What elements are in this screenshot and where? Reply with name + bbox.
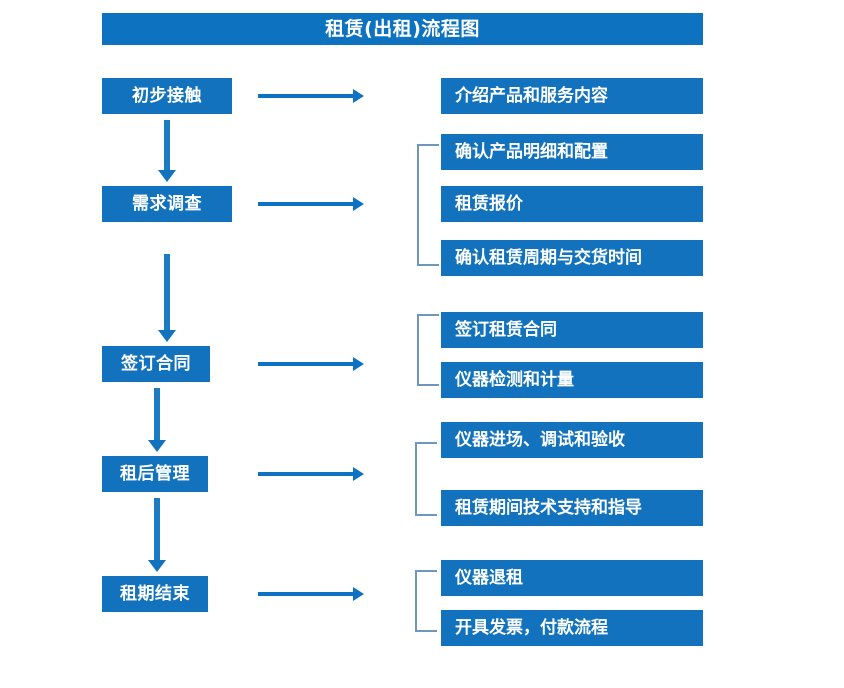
detail-label: 确认租赁周期与交货时间 xyxy=(455,247,642,268)
group-bracket-icon-stage3 xyxy=(417,314,439,386)
group-bracket-icon-stage2 xyxy=(417,144,439,266)
stage-label: 签订合同 xyxy=(121,353,191,374)
detail-label: 确认产品明细和配置 xyxy=(455,141,608,162)
detail-label: 签订租赁合同 xyxy=(455,319,557,340)
detail-label: 仪器检测和计量 xyxy=(455,369,574,390)
detail-label: 介绍产品和服务内容 xyxy=(455,85,608,106)
stage-box-租期结束[interactable]: 租期结束 xyxy=(102,576,208,612)
detail-label: 开具发票，付款流程 xyxy=(455,617,608,638)
stage-box-初步接触[interactable]: 初步接触 xyxy=(102,78,232,114)
detail-box-开具发票付款流程[interactable]: 开具发票，付款流程 xyxy=(441,610,703,646)
detail-box-仪器检测和计量[interactable]: 仪器检测和计量 xyxy=(441,362,703,398)
down-arrow-icon-2 xyxy=(158,254,176,342)
detail-label: 租赁期间技术支持和指导 xyxy=(455,497,642,518)
down-arrow-icon-1 xyxy=(158,120,176,182)
stage-label: 租期结束 xyxy=(120,583,190,604)
detail-box-仪器退租[interactable]: 仪器退租 xyxy=(441,560,703,596)
page-title: 租赁(出租)流程图 xyxy=(325,17,480,40)
stage-label: 需求调查 xyxy=(132,193,202,214)
right-arrow-icon-4 xyxy=(258,467,364,481)
detail-box-确认租赁周期与交货时间[interactable]: 确认租赁周期与交货时间 xyxy=(441,240,703,276)
detail-box-仪器进场调试和验收[interactable]: 仪器进场、调试和验收 xyxy=(441,422,703,458)
detail-label: 仪器进场、调试和验收 xyxy=(455,429,625,450)
stage-label: 租后管理 xyxy=(120,463,190,484)
detail-box-租赁报价[interactable]: 租赁报价 xyxy=(441,186,703,222)
stage-label: 初步接触 xyxy=(132,85,202,106)
right-arrow-icon-3 xyxy=(258,357,364,371)
stage-box-租后管理[interactable]: 租后管理 xyxy=(102,456,208,492)
detail-box-确认产品明细和配置[interactable]: 确认产品明细和配置 xyxy=(441,134,703,170)
down-arrow-icon-4 xyxy=(148,498,166,572)
detail-label: 仪器退租 xyxy=(455,567,523,588)
group-bracket-icon-stage4 xyxy=(415,442,437,516)
right-arrow-icon-5 xyxy=(258,587,364,601)
right-arrow-icon-1 xyxy=(258,89,364,103)
chart-title-banner: 租赁(出租)流程图 xyxy=(102,13,703,45)
stage-box-签订合同[interactable]: 签订合同 xyxy=(102,346,210,382)
detail-box-介绍产品和服务内容[interactable]: 介绍产品和服务内容 xyxy=(441,78,703,114)
detail-box-签订租赁合同[interactable]: 签订租赁合同 xyxy=(441,312,703,348)
detail-label: 租赁报价 xyxy=(455,193,523,214)
group-bracket-icon-stage5 xyxy=(415,570,437,632)
stage-box-需求调查[interactable]: 需求调查 xyxy=(102,186,232,222)
right-arrow-icon-2 xyxy=(258,197,364,211)
detail-box-租赁期间技术支持和指导[interactable]: 租赁期间技术支持和指导 xyxy=(441,490,703,526)
down-arrow-icon-3 xyxy=(148,388,166,452)
